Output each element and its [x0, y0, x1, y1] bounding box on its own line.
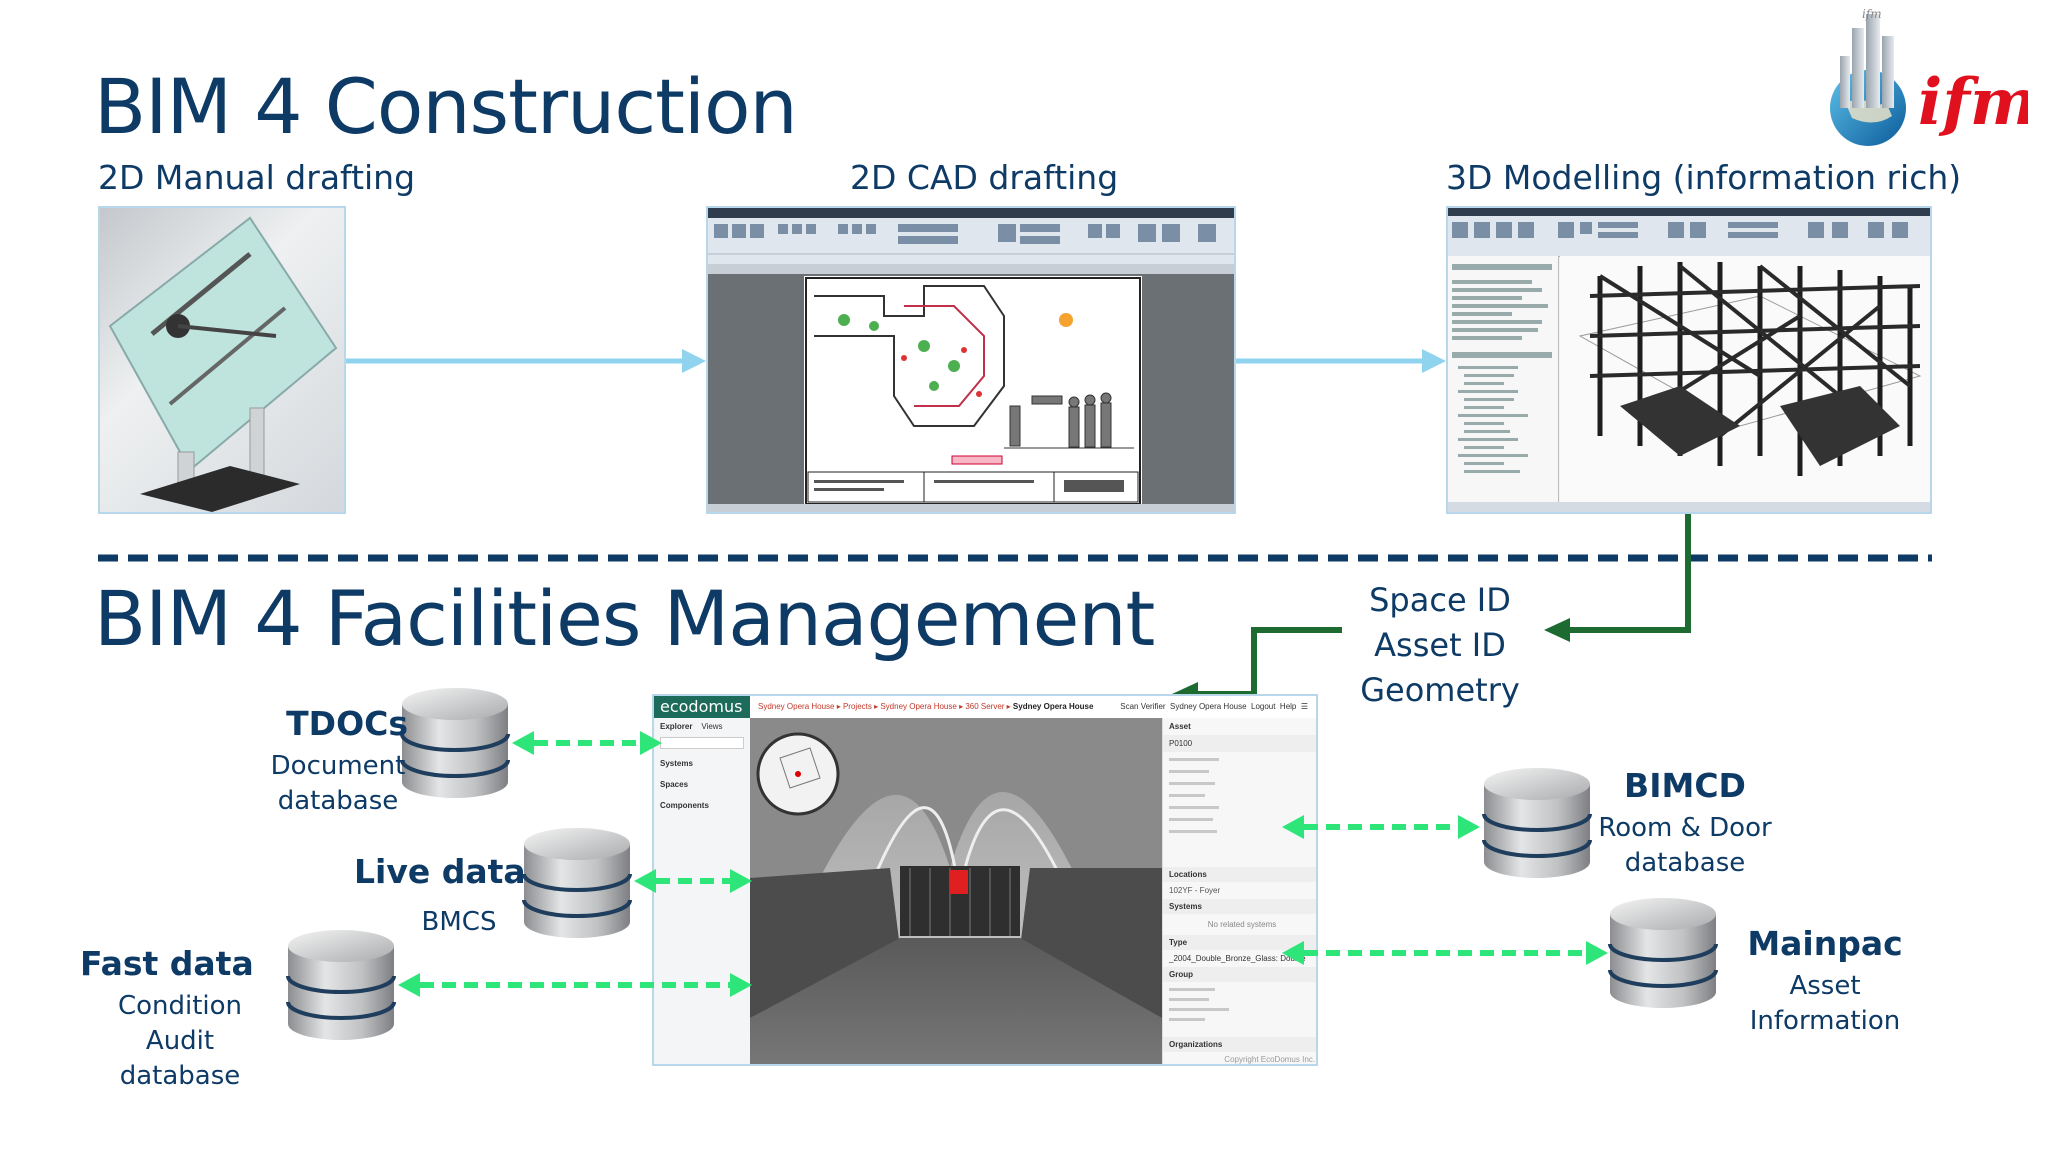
- database-name: Fast data: [80, 944, 254, 983]
- tree-item-spaces[interactable]: Spaces: [660, 780, 689, 789]
- database-desc: database: [119, 1061, 241, 1091]
- stage-label-manual: 2D Manual drafting: [98, 158, 416, 197]
- ifm-logo-text: ifm: [1918, 65, 2028, 140]
- breadcrumb-item[interactable]: Sydney Opera House: [758, 702, 835, 711]
- ecodomus-header: ecodomus Sydney Opera House ▸ Projects ▸…: [654, 696, 1316, 719]
- header-link[interactable]: Help: [1279, 702, 1297, 711]
- flow-label-geometry: Geometry: [1360, 671, 1520, 709]
- database-name: BIMCD: [1624, 766, 1746, 805]
- panel-section-organizations[interactable]: Organizations: [1163, 1037, 1316, 1052]
- database-name: Live data: [354, 852, 526, 891]
- database-icon-tdocs: [398, 686, 512, 802]
- header-link[interactable]: Logout: [1251, 702, 1276, 711]
- search-input[interactable]: [660, 737, 744, 749]
- ecodomus-app-screenshot: ecodomus Sydney Opera House ▸ Projects ▸…: [652, 694, 1318, 1066]
- ecodomus-breadcrumb[interactable]: Sydney Opera House ▸ Projects ▸ Sydney O…: [758, 702, 1094, 711]
- data-arrow-fast: [398, 973, 752, 997]
- ecodomus-3d-viewport[interactable]: [750, 718, 1162, 1064]
- database-icon-mainpac: [1606, 896, 1720, 1012]
- drafting-table-photo: [98, 206, 346, 514]
- 3d-model-screenshot: [1446, 206, 1932, 514]
- panel-section-systems[interactable]: Systems: [1163, 899, 1316, 914]
- panel-location-value[interactable]: 102YF - Foyer: [1169, 886, 1221, 895]
- database-label-bimcd: BIMCD Room & Door database: [1590, 766, 1780, 881]
- database-desc: Document: [270, 751, 406, 781]
- panel-section-locations[interactable]: Locations: [1163, 867, 1316, 882]
- ifm-logo: ifm ifm: [1818, 0, 2038, 150]
- tab-views[interactable]: Views: [701, 722, 723, 731]
- database-name: Mainpac: [1747, 924, 1903, 963]
- stage-label-3d: 3D Modelling (information rich): [1446, 158, 1962, 197]
- flow-label-asset-id: Asset ID: [1374, 626, 1506, 664]
- database-desc: Condition Audit: [117, 991, 243, 1056]
- feed-arrow-from-3d: [1544, 514, 1691, 642]
- stage-label-cad: 2D CAD drafting: [850, 158, 1119, 197]
- tree-item-components[interactable]: Components: [660, 801, 709, 810]
- database-icon-fast: [284, 928, 398, 1044]
- menu-icon[interactable]: ☰: [1300, 702, 1308, 711]
- construction-title: BIM 4 Construction: [94, 62, 798, 151]
- panel-section-group[interactable]: Group: [1163, 967, 1316, 982]
- database-desc: Information: [1749, 1006, 1901, 1036]
- cad-software-screenshot: [706, 206, 1236, 514]
- flow-arrow-cad-to-3d: [1236, 349, 1446, 373]
- panel-type-value[interactable]: _2004_Double_Bronze_Glass: Double: [1169, 954, 1306, 963]
- flow-labels: Space ID Asset ID Geometry: [1340, 578, 1540, 713]
- database-icon-live: [520, 826, 634, 942]
- database-desc: Asset: [1789, 971, 1861, 1001]
- feed-arrow-to-ecodomus: [1172, 627, 1342, 700]
- database-icon-bimcd: [1480, 766, 1594, 882]
- data-arrow-live: [634, 869, 752, 893]
- database-desc: database: [277, 786, 399, 816]
- flow-arrow-manual-to-cad: [346, 349, 706, 373]
- ecodomus-left-panel: Explorer Views Systems Spaces Components: [654, 718, 751, 1064]
- database-name: TDOCs: [286, 704, 408, 743]
- breadcrumb-item[interactable]: Projects: [842, 702, 872, 711]
- ecodomus-logo: ecodomus: [654, 696, 750, 718]
- panel-section-type[interactable]: Type: [1163, 935, 1316, 950]
- data-arrow-mainpac: [1282, 941, 1608, 965]
- panel-asset-id: P0100: [1163, 735, 1316, 752]
- database-label-tdocs: TDOCs Document database: [238, 704, 408, 819]
- tab-explorer[interactable]: Explorer: [660, 722, 693, 731]
- panel-heading: Asset: [1169, 722, 1191, 731]
- tree-item-systems[interactable]: Systems: [660, 759, 693, 768]
- database-desc: Room & Door: [1598, 813, 1772, 843]
- database-label-fast: Fast data Condition Audit database: [80, 944, 280, 1094]
- breadcrumb-item[interactable]: Sydney Opera House: [1012, 702, 1094, 711]
- data-arrow-bimcd: [1282, 815, 1480, 839]
- svg-text:ifm: ifm: [1862, 7, 1882, 21]
- data-arrow-tdocs: [512, 731, 662, 755]
- database-desc: database: [1624, 848, 1746, 878]
- header-link[interactable]: Scan Verifier: [1120, 702, 1166, 711]
- database-desc: BMCS: [421, 907, 497, 937]
- flow-label-space-id: Space ID: [1369, 581, 1511, 619]
- database-label-live: Live data BMCS: [354, 852, 526, 940]
- section-divider: [98, 554, 1932, 562]
- breadcrumb-item[interactable]: 360 Server: [965, 702, 1005, 711]
- panel-empty-note: No related systems: [1207, 920, 1277, 929]
- breadcrumb-item[interactable]: Sydney Opera House: [880, 702, 957, 711]
- ecodomus-header-links: Scan Verifier Sydney Opera House Logout …: [1120, 702, 1308, 711]
- header-link[interactable]: Sydney Opera House: [1170, 702, 1247, 711]
- facilities-title: BIM 4 Facilities Management: [94, 574, 1155, 663]
- database-label-mainpac: Mainpac Asset Information: [1730, 924, 1920, 1039]
- ecodomus-properties-panel: Asset P0100 Locations 102YF - Foyer Syst…: [1162, 718, 1316, 1064]
- panel-footer: Copyright EcoDomus Inc.: [1224, 1055, 1315, 1064]
